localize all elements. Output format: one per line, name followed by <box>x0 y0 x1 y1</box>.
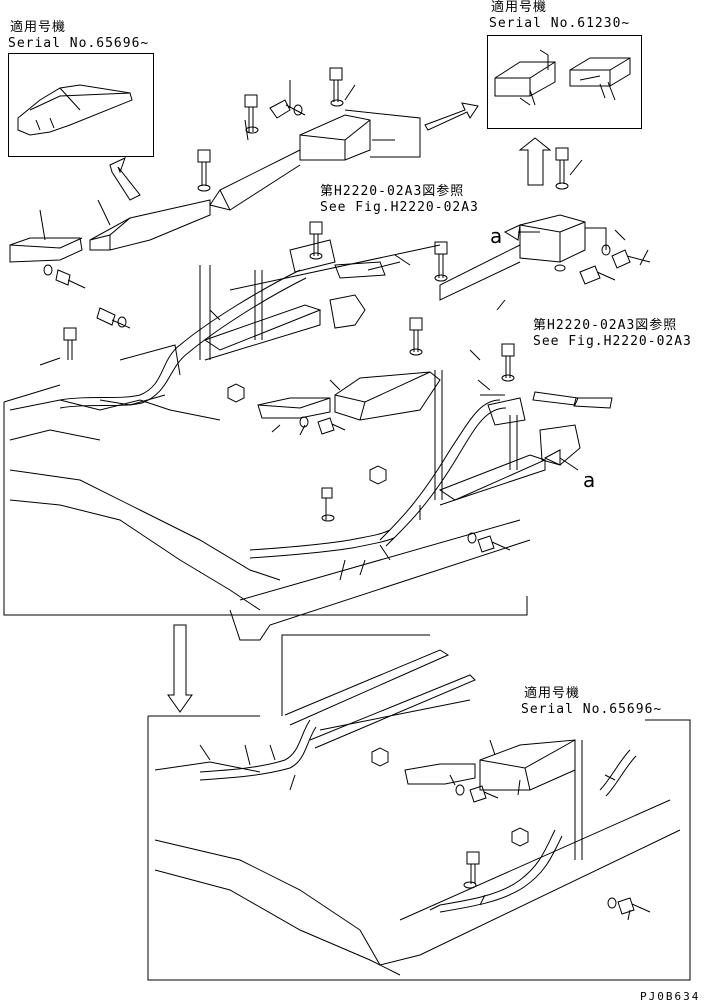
arrow-to-marker-a-upper <box>503 224 540 241</box>
arrow-up-top-right <box>518 137 552 186</box>
top-left-cover-detail <box>17 84 133 136</box>
vertical-rods <box>199 265 583 860</box>
main-view-frame <box>3 402 528 616</box>
upper-fittings <box>289 239 613 466</box>
arrow-to-marker-a-lower <box>543 449 579 471</box>
figure-reference-b-en: See Fig.H2220-02A3 <box>533 334 692 349</box>
figure-reference-a-en: See Fig.H2220-02A3 <box>320 200 479 215</box>
figure-reference-b-jp: 第H2220-02A3図参照 <box>533 318 678 333</box>
serial-label-bottom-applicable: 適用号機 <box>524 686 581 701</box>
serial-label-top-left-applicable: 適用号機 <box>10 20 67 35</box>
bolts <box>55 67 651 915</box>
middle-beams <box>203 244 547 506</box>
view-marker-lower: a <box>583 468 596 492</box>
left-long-cover <box>9 199 211 263</box>
serial-label-bottom-number: Serial No.65696~ <box>521 702 663 717</box>
leader-lines <box>39 80 649 921</box>
arrow-to-top-right <box>424 102 479 131</box>
drawing-code: PJ0B634 <box>640 990 701 1003</box>
arrow-down-lower <box>167 624 193 713</box>
figure-reference-a-jp: 第H2220-02A3図参照 <box>320 184 465 199</box>
detail-box-top-right <box>487 35 642 129</box>
nuts <box>227 383 529 847</box>
mid-covers <box>257 371 441 421</box>
lower-view-frame <box>147 716 691 981</box>
machine-frame-upper <box>9 344 531 641</box>
hose-lines-lower <box>199 719 637 913</box>
detail-box-top-left <box>8 53 154 157</box>
lower-beams <box>284 649 476 749</box>
lower-covers <box>404 739 576 791</box>
machine-frame-lower <box>154 761 681 976</box>
hose-lines-upper <box>59 269 507 559</box>
serial-label-top-right-number: Serial No.61230~ <box>489 16 631 31</box>
view-marker-upper: a <box>490 224 503 248</box>
right-upper-bracket <box>439 214 607 301</box>
top-right-bracket-detail <box>494 49 631 106</box>
serial-label-top-right-applicable: 適用号機 <box>491 0 548 15</box>
washers <box>43 99 617 909</box>
serial-label-top-left-number: Serial No.65696~ <box>8 36 150 51</box>
arrow-to-top-left <box>109 157 141 201</box>
upper-cover-rail <box>209 109 421 211</box>
